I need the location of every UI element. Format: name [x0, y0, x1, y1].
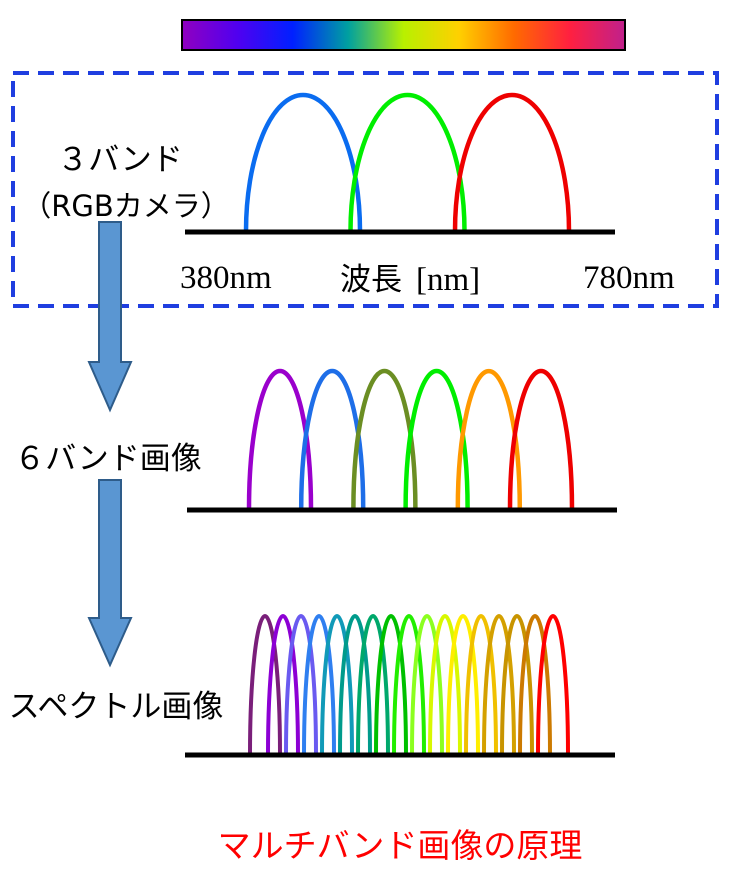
spectral-band-curves [248, 614, 570, 755]
spectral-band-curve-2 [266, 614, 300, 755]
axis-unit-text: [nm] [416, 262, 480, 298]
axis-name-text: 波長 [340, 262, 402, 298]
spectral-band-curve-12 [446, 614, 480, 755]
spectral-band-curve-4 [302, 614, 336, 755]
spectral-band-curve-8 [374, 614, 408, 755]
spectral-band-curve-7 [356, 614, 390, 755]
spectral-band-curve-1 [248, 614, 282, 755]
six-band-title: ６バンド画像 [14, 441, 202, 477]
three-band-curve-3 [452, 92, 572, 232]
rgb-section-frame [11, 71, 719, 308]
three-band-curve-2 [348, 92, 467, 232]
six-band-curves [246, 368, 575, 510]
three-band-curve-1 [243, 92, 363, 232]
spectral-band-curve-11 [428, 614, 462, 755]
axis-max-label: 780nm [583, 260, 675, 296]
axis-name: 波長 [nm] [340, 262, 480, 298]
rgb-camera-label: （RGBカメラ） [22, 189, 230, 223]
spectral-band-curve-13 [464, 614, 498, 755]
six-band-curve-3 [351, 368, 418, 510]
down-arrow-icon [87, 479, 133, 668]
three-band-title: ３バンド [57, 142, 183, 178]
spectral-band-curve-17 [536, 614, 570, 755]
spectral-band-curve-16 [518, 614, 552, 755]
six-band-curve-5 [455, 368, 523, 510]
spectral-band-curve-14 [482, 614, 516, 755]
spectral-band-curve-6 [338, 614, 372, 755]
three-band-curves [243, 92, 572, 232]
six-band-curve-6 [507, 368, 575, 510]
spectral-band-curve-15 [500, 614, 534, 755]
spectral-band-curve-3 [284, 614, 318, 755]
spectral-band-curve-5 [320, 614, 354, 755]
spectrum-bar [181, 19, 626, 51]
spectral-band-curve-10 [410, 614, 444, 755]
spectral-band-curve-9 [392, 614, 426, 755]
six-band-curve-2 [298, 368, 366, 510]
axis-min-label: 380nm [180, 260, 272, 296]
six-band-curve-1 [246, 368, 314, 510]
spectral-title: スペクトル画像 [9, 689, 224, 725]
down-arrow-icon [87, 221, 133, 413]
figure-caption: マルチバンド画像の原理 [218, 826, 583, 865]
six-band-curve-4 [403, 368, 470, 510]
